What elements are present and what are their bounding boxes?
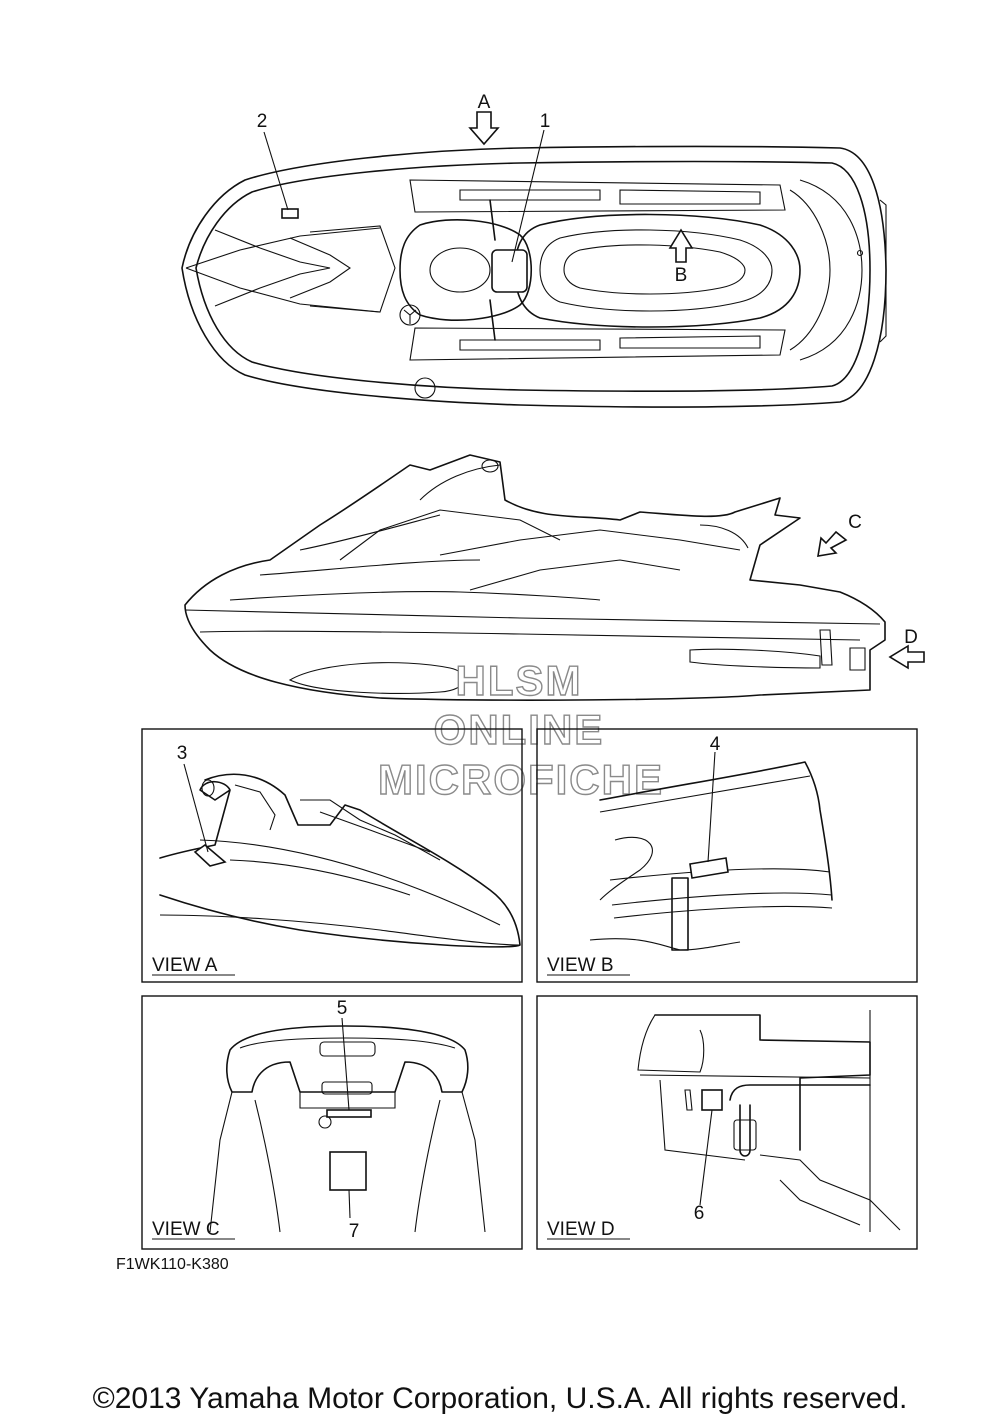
view-b-label: VIEW B [547,955,614,976]
callout-7: 7 [349,1221,360,1242]
callout-6: 6 [694,1203,705,1224]
watermark: HLSM ONLINE MICROFICHE [377,656,664,803]
view-a-label: VIEW A [152,955,218,976]
watermark-line-3: MICROFICHE [378,756,664,803]
callout-1: 1 [540,111,551,132]
callout-2: 2 [257,111,268,132]
view-arrow-letters: A B C D [478,92,918,648]
panel-view-b [536,728,918,983]
watermark-line-1: HLSM [456,657,583,704]
part-code: F1WK110-K380 [116,1256,229,1273]
view-arrow-d-letter: D [904,627,918,648]
view-c-label: VIEW C [152,1219,220,1240]
copyright-notice: ©2013 Yamaha Motor Corporation, U.S.A. A… [93,1382,908,1415]
panel-view-c [141,995,523,1250]
side-view-watercraft [184,454,925,701]
view-arrow-b-letter: B [675,265,688,286]
view-labels: VIEW A VIEW B VIEW C VIEW D [152,955,615,1240]
view-arrow-a-letter: A [478,92,491,113]
view-d-label: VIEW D [547,1219,615,1240]
callout-3: 3 [177,743,188,764]
panel-view-d [536,995,918,1250]
panel-view-a [141,728,523,983]
callout-4: 4 [710,734,721,755]
callout-5: 5 [337,998,348,1019]
callout-numbers: 1 2 3 4 5 6 7 [177,111,721,1242]
top-view-watercraft [181,111,887,408]
view-arrow-c-letter: C [848,512,862,533]
